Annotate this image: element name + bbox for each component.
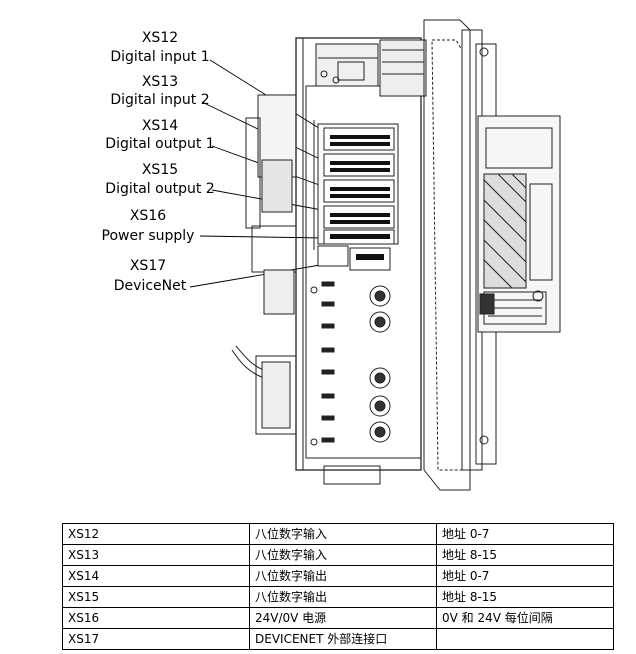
callout-xs14-id: XS14	[142, 118, 178, 134]
callout-xs16-id: XS16	[130, 208, 166, 224]
table-cell	[436, 628, 614, 650]
table-cell: XS12	[62, 523, 250, 545]
table-cell: 0V 和 24V 每位间隔	[436, 607, 614, 629]
callout-xs15-desc: Digital output 2	[105, 181, 214, 197]
table-cell: XS16	[62, 607, 250, 629]
callout-xs17-desc: DeviceNet	[114, 278, 187, 294]
callout-xs13-id: XS13	[142, 74, 178, 90]
table-row: XS15 八位数字输出 地址 8-15	[62, 586, 614, 608]
table-cell: 地址 0-7	[436, 565, 614, 587]
callout-xs16-desc: Power supply	[102, 228, 195, 244]
table-row: XS17 DEVICENET 外部连接口	[62, 628, 614, 650]
table-cell: 地址 0-7	[436, 523, 614, 545]
table-cell: 八位数字输入	[249, 544, 437, 566]
callout-xs12-id: XS12	[142, 30, 178, 46]
bottom-panel	[310, 281, 391, 485]
table-cell: DEVICENET 外部连接口	[249, 628, 437, 650]
door-assembly	[423, 19, 561, 491]
table-row: XS13 八位数字输入 地址 8-15	[62, 544, 614, 566]
callout-xs12-desc: Digital input 1	[110, 49, 209, 65]
connector-table: XS12 八位数字输入 地址 0-7 XS13 八位数字输入 地址 8-15 X…	[62, 523, 614, 650]
callout-xs14-desc: Digital output 1	[105, 136, 214, 152]
table-cell: 八位数字输出	[249, 565, 437, 587]
callout-xs15-id: XS15	[142, 162, 178, 178]
table-row: XS14 八位数字输出 地址 0-7	[62, 565, 614, 587]
table-cell: 地址 8-15	[436, 586, 614, 608]
table-row: XS16 24V/0V 电源 0V 和 24V 每位间隔	[62, 607, 614, 629]
table-cell: 地址 8-15	[436, 544, 614, 566]
callout-xs13-desc: Digital input 2	[110, 92, 209, 108]
callout-xs17-id: XS17	[130, 258, 166, 274]
cabinet-diagram: XS12 Digital input 1 XS13 Digital input …	[102, 19, 561, 491]
table-cell: XS14	[62, 565, 250, 587]
table-cell: XS15	[62, 586, 250, 608]
cabinet-drawing	[231, 37, 427, 471]
table-cell: 八位数字输出	[249, 586, 437, 608]
table-cell: XS17	[62, 628, 250, 650]
connector-pins	[330, 135, 390, 260]
table-cell: 24V/0V 电源	[249, 607, 437, 629]
table-cell: XS13	[62, 544, 250, 566]
table-cell: 八位数字输入	[249, 523, 437, 545]
table-row: XS12 八位数字输入 地址 0-7	[62, 523, 614, 545]
callout-labels: XS12 Digital input 1 XS13 Digital input …	[102, 30, 215, 294]
